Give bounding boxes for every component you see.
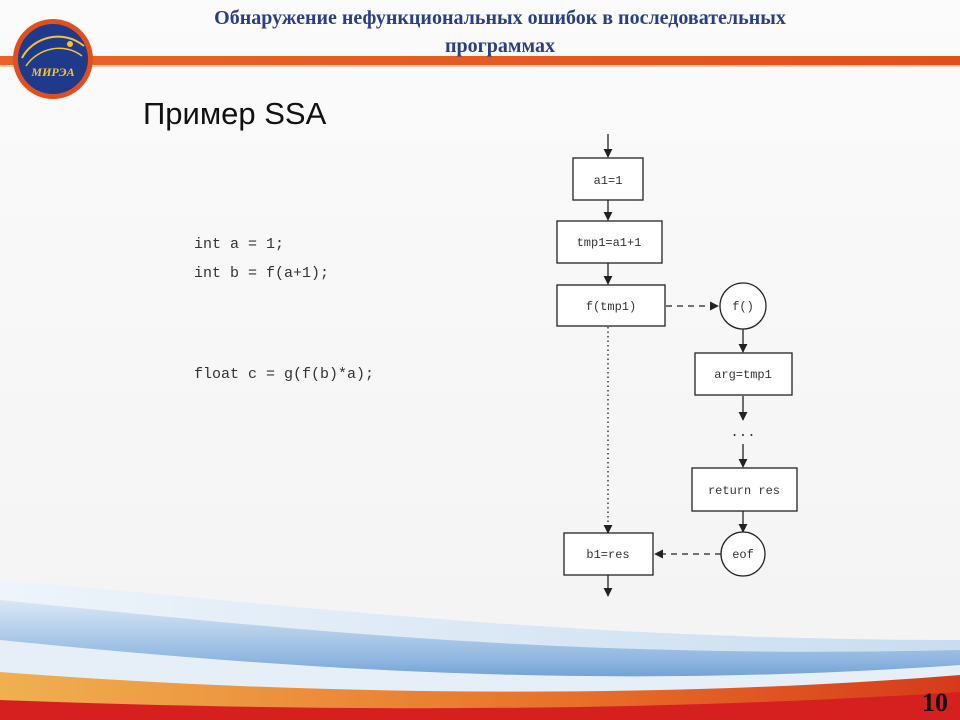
node-a1-label: a1=1: [594, 174, 623, 188]
node-arg-label: arg=tmp1: [714, 368, 772, 382]
node-ellipsis-label: ...: [730, 425, 755, 441]
page-number: 10: [922, 688, 948, 718]
node-eof-label: eof: [732, 548, 754, 562]
node-b1-label: b1=res: [586, 548, 629, 562]
node-call-f-label: f(tmp1): [586, 300, 636, 314]
node-return-res-label: return res: [708, 484, 780, 498]
node-tmp1-label: tmp1=a1+1: [577, 236, 642, 250]
node-f-entry-label: f(): [732, 300, 754, 314]
